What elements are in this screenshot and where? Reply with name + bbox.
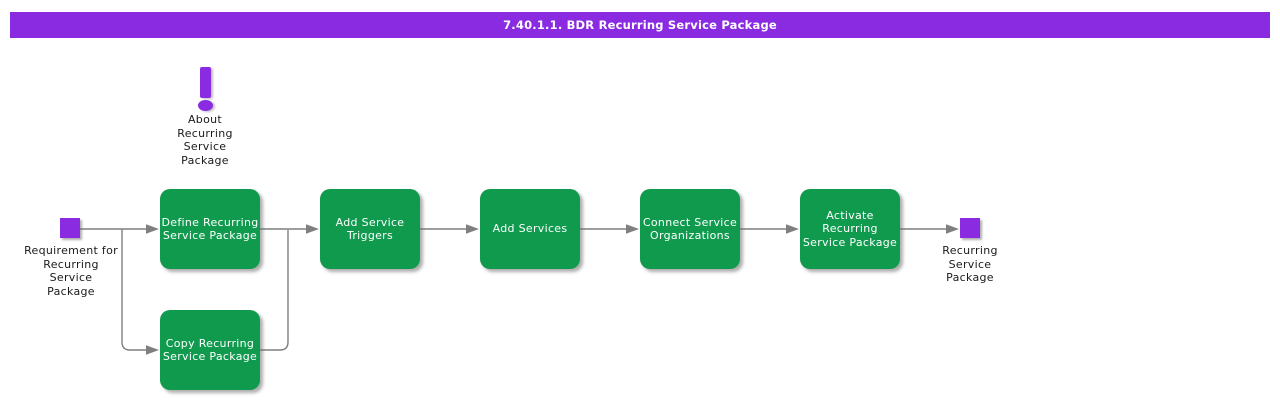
step-define-recurring-service-package[interactable]: Define Recurring Service Package xyxy=(160,189,260,269)
diagram-title-bar: 7.40.1.1. BDR Recurring Service Package xyxy=(10,12,1270,38)
step-add-services[interactable]: Add Services xyxy=(480,189,580,269)
start-event-marker xyxy=(60,218,80,238)
about-link-label[interactable]: About Recurring Service Package xyxy=(177,113,233,167)
exclamation-icon[interactable] xyxy=(190,64,222,114)
step-connect-service-organizations[interactable]: Connect Service Organizations xyxy=(640,189,740,269)
start-event-label: Requirement for Recurring Service Packag… xyxy=(24,244,118,298)
step-activate-recurring-service-package[interactable]: Activate Recurring Service Package xyxy=(800,189,900,269)
end-event-marker xyxy=(960,218,980,238)
end-event-label: Recurring Service Package xyxy=(942,244,998,284)
step-copy-recurring-service-package[interactable]: Copy Recurring Service Package xyxy=(160,310,260,390)
step-add-service-triggers[interactable]: Add Service Triggers xyxy=(320,189,420,269)
page-title: 7.40.1.1. BDR Recurring Service Package xyxy=(503,18,777,32)
